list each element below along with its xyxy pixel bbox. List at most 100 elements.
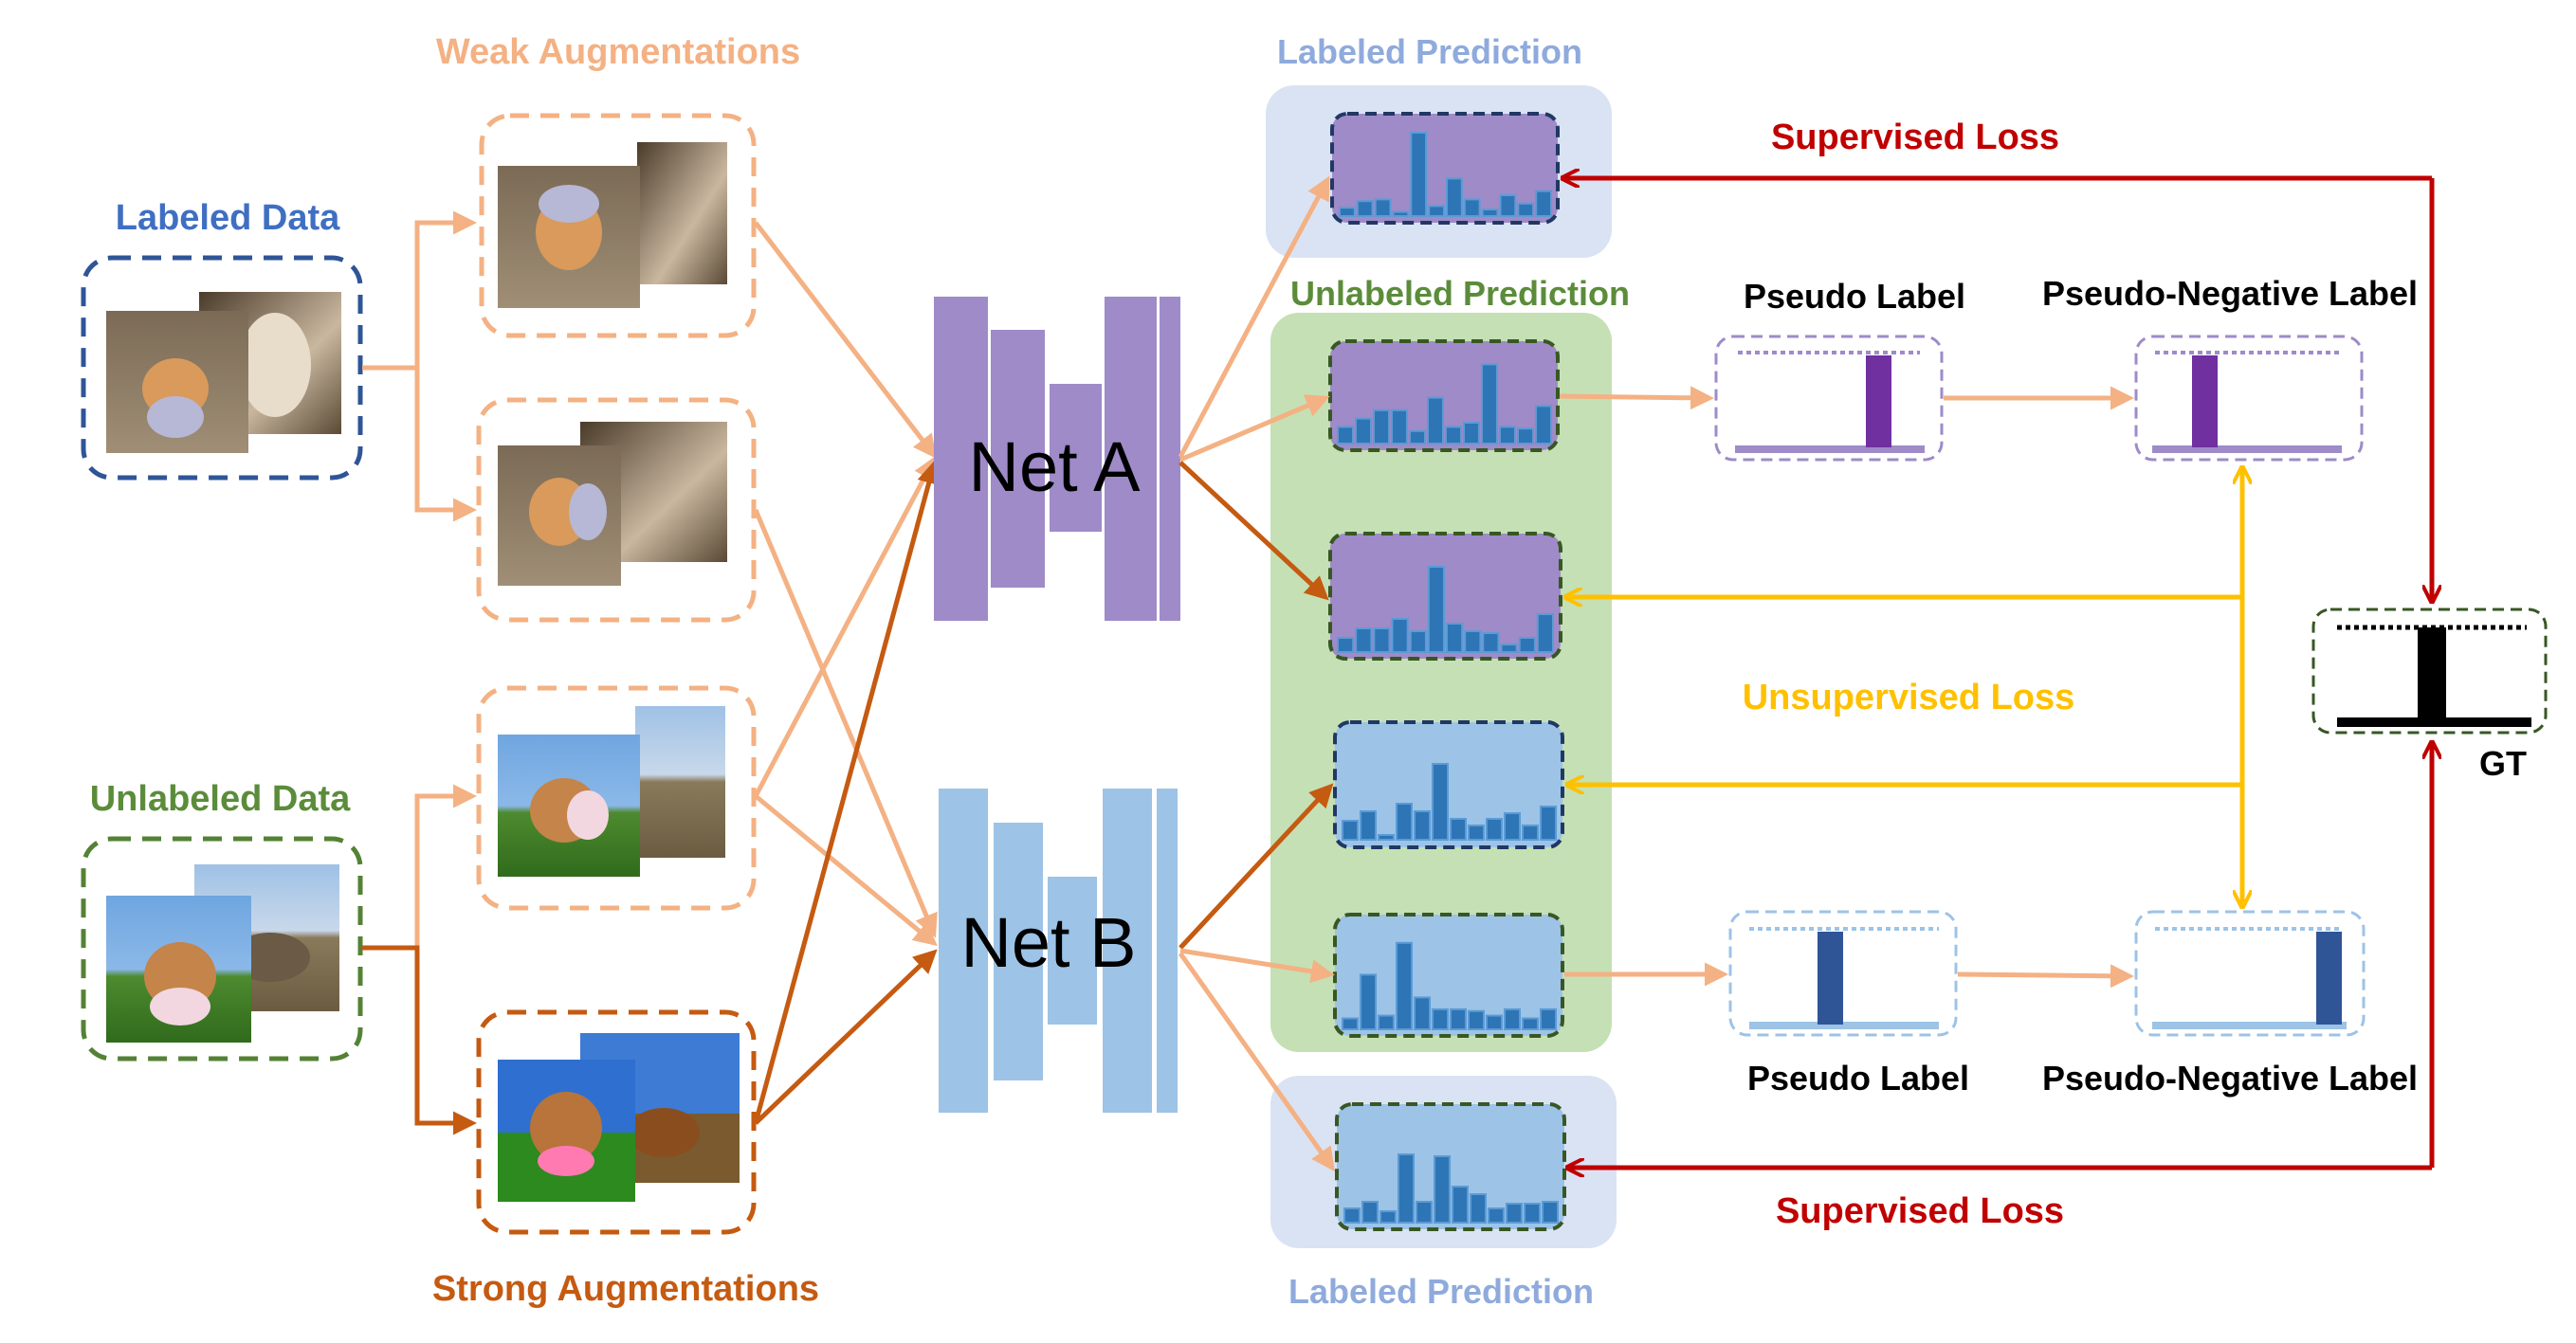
pseudo-label-top-bar <box>1866 355 1891 447</box>
net-a-label: Net A <box>969 427 1142 506</box>
pseudo-negative-bottom-bar <box>2316 932 2342 1025</box>
labeled-data-box <box>81 255 363 481</box>
labeled-data-title: Labeled Data <box>116 198 340 238</box>
gt-title: GT <box>2479 744 2527 783</box>
histogram-bar <box>1360 973 1377 1031</box>
histogram-bar <box>1414 996 1431 1031</box>
pseudo-flow-arrows <box>1559 386 2134 989</box>
pseudo-negative-top-bar <box>2192 355 2218 447</box>
histogram-bar <box>1535 190 1552 218</box>
net-b-block <box>939 789 1178 1113</box>
histogram-bar <box>1504 1007 1521 1031</box>
histogram-bar <box>1378 1014 1395 1030</box>
unlabeled-data-title: Unlabeled Data <box>90 779 351 819</box>
histogram-bar <box>1374 198 1392 217</box>
aug-to-net-arrows <box>753 221 941 1125</box>
histogram-bar <box>1373 627 1391 653</box>
histogram-bar <box>1486 818 1503 841</box>
histogram-bar <box>1396 803 1413 841</box>
net-a-block <box>934 297 1180 621</box>
histogram-bar <box>1337 637 1355 653</box>
histogram-bar <box>1450 818 1467 841</box>
histogram-bar <box>1518 637 1536 653</box>
histogram-bar <box>1343 1207 1361 1224</box>
histogram-bar <box>1517 427 1534 445</box>
histogram-bar <box>1355 627 1373 653</box>
net-b-label: Net B <box>960 903 1136 982</box>
histogram-bar <box>1416 1201 1433 1224</box>
pseudo-negative-bottom-title: Pseudo-Negative Label <box>2042 1059 2418 1098</box>
labeled-prediction-bottom-title: Labeled Prediction <box>1288 1272 1594 1311</box>
weak-aug-labeled-box-2 <box>476 397 757 623</box>
histogram-bar <box>1522 1017 1539 1030</box>
labeled-prediction-top-title: Labeled Prediction <box>1277 32 1582 71</box>
histogram-bar <box>1499 194 1517 217</box>
histogram-bar <box>1414 810 1431 841</box>
labeled-to-weak-branch <box>362 210 477 522</box>
histogram-bar <box>1410 132 1428 217</box>
pseudo-negative-bottom-box <box>2134 910 2366 1037</box>
histogram-bar <box>1450 1007 1467 1031</box>
histogram-bar <box>1542 1201 1559 1224</box>
histogram-bar <box>1342 820 1359 841</box>
histogram-bar <box>1445 426 1462 445</box>
histogram-bar <box>1434 1155 1451 1224</box>
histogram-bar <box>1506 1203 1523 1224</box>
unsupervised-loss-title: Unsupervised Loss <box>1743 678 2075 717</box>
histogram-bar <box>1373 408 1390 445</box>
histogram-bar <box>1396 941 1413 1030</box>
histogram-bar <box>1470 1193 1487 1224</box>
histogram-bar <box>1342 1017 1359 1030</box>
histogram-bar <box>1536 613 1555 653</box>
strong-aug-unlabeled-box <box>476 1009 757 1235</box>
histogram-bar <box>1481 363 1498 445</box>
histogram-bar <box>1398 1153 1415 1224</box>
histogram-bar <box>1486 1014 1503 1030</box>
histogram-bar <box>1361 1201 1379 1224</box>
unlabeled-prediction-title: Unlabeled Prediction <box>1290 274 1630 313</box>
labeled-dog-image <box>106 311 248 453</box>
histogram-bar <box>1446 623 1464 653</box>
histogram-bar <box>1360 810 1377 841</box>
histogram-bar <box>1499 426 1516 445</box>
histogram-bar <box>1391 408 1408 445</box>
histogram-bar <box>1517 202 1535 218</box>
weak-aug-unlabeled-box <box>476 685 757 911</box>
histogram-bar <box>1468 1009 1485 1031</box>
unlabeled-prediction-panel <box>1270 313 1612 1052</box>
gt-box <box>2311 608 2548 735</box>
histogram-bar <box>1504 812 1521 841</box>
pseudo-negative-top-title: Pseudo-Negative Label <box>2042 274 2418 313</box>
hist-net-a-unlabeled-strong <box>1328 532 1562 661</box>
weak-augmentations-title: Weak Augmentations <box>436 32 800 72</box>
histogram-bar <box>1427 396 1444 445</box>
histogram-bar <box>1488 1207 1505 1224</box>
histogram-bar <box>1464 630 1482 653</box>
pseudo-label-top-title: Pseudo Label <box>1744 277 1965 316</box>
histogram-bar <box>1428 205 1445 217</box>
supervised-loss-top-title: Supervised Loss <box>1771 118 2059 157</box>
histogram-bar <box>1337 426 1354 445</box>
pseudo-negative-top-box <box>2134 335 2364 462</box>
unlabeled-data-box <box>81 836 363 1062</box>
pseudo-label-bottom-bar <box>1818 932 1843 1025</box>
hist-net-b-labeled <box>1335 1102 1566 1231</box>
weak-aug-labeled-box-1 <box>479 113 757 338</box>
unlabeled-to-strong-branch <box>362 945 477 1135</box>
net-to-prediction-arrows <box>1178 175 1335 1172</box>
histogram-bar <box>1432 763 1449 841</box>
histogram-bar <box>1540 806 1557 841</box>
hist-net-b-unlabeled-weak <box>1333 913 1564 1038</box>
histogram-bar <box>1391 618 1409 653</box>
unlabeled-to-weak-branch <box>414 784 477 948</box>
hist-net-a-unlabeled-weak <box>1328 339 1560 452</box>
hist-net-b-unlabeled-strong <box>1333 720 1564 849</box>
histogram-bar <box>1392 210 1410 218</box>
histogram-bar <box>1409 429 1426 445</box>
gt-bar <box>2418 627 2446 722</box>
hist-net-a-labeled <box>1330 112 1560 225</box>
histogram-bar <box>1446 177 1463 217</box>
histogram-bar <box>1535 405 1552 445</box>
histogram-bar <box>1452 1186 1469 1224</box>
